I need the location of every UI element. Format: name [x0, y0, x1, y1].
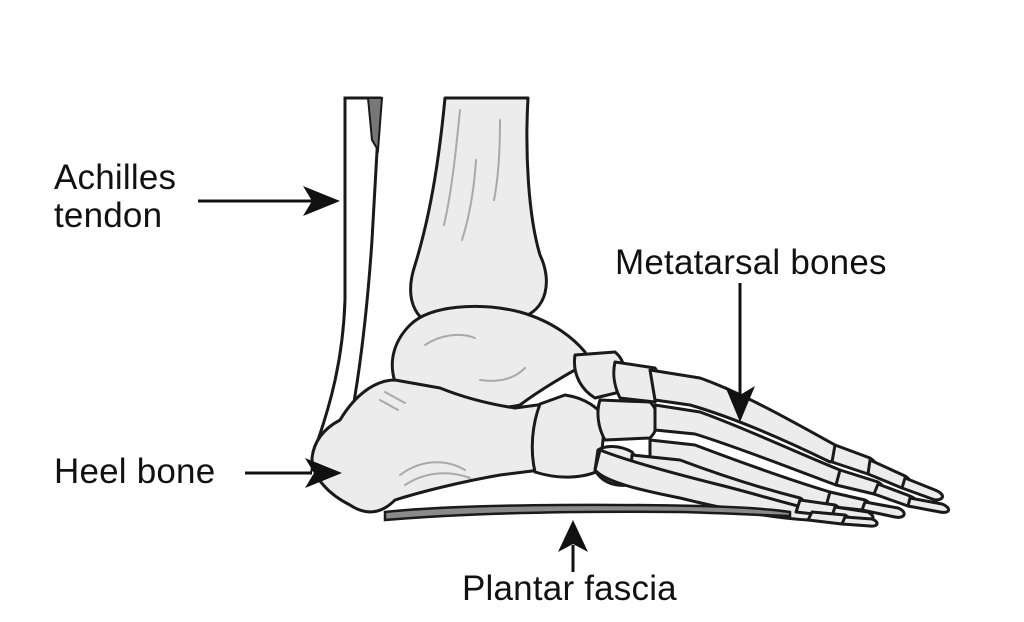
tibia-bone [409, 96, 548, 328]
heel-arrow [245, 458, 342, 488]
heel-bone-label: Heel bone [54, 452, 216, 491]
achilles-tendon-label: Achilles tendon [54, 159, 176, 235]
achilles-arrow [198, 186, 340, 216]
plantar-arrow [558, 520, 588, 572]
toe-phalanges [794, 443, 950, 528]
metatarsal-arrow [725, 283, 755, 422]
achilles-label-line1: Achilles [54, 158, 177, 197]
plantar-fascia [383, 503, 792, 522]
achilles-label-line2: tendon [54, 196, 163, 235]
plantar-fascia-label: Plantar fascia [462, 569, 677, 608]
calcaneus-bone [310, 378, 547, 514]
metatarsal-bones-label: Metatarsal bones [615, 243, 887, 282]
